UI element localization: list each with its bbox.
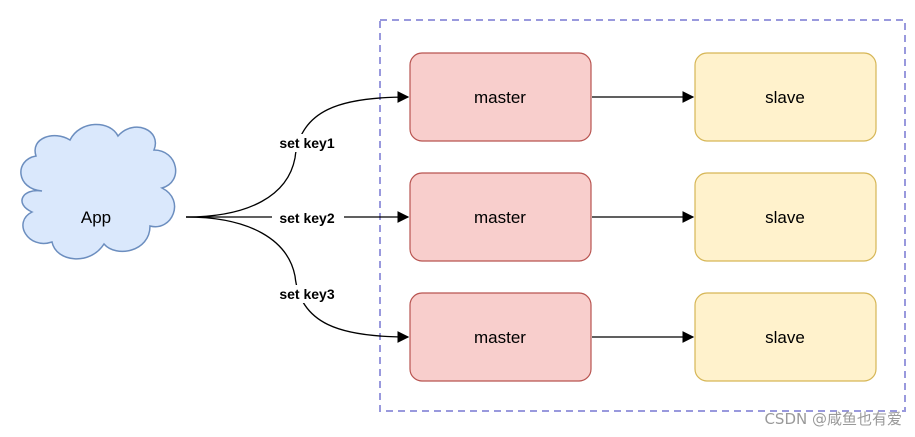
edge-key3 [185,216,410,343]
cluster-boundary [379,19,906,412]
edge-label-bg-1 [272,134,344,152]
cloud-shape [20,123,177,260]
slave-node-1 [694,52,877,142]
edge-label-key3: set key3 [279,286,334,302]
app-label: App [81,208,111,227]
master-label-3: master [474,328,526,347]
edge-label-key2: set key2 [279,210,334,226]
master-node-2 [409,172,592,262]
app-cloud: App [20,123,177,260]
slave-node-2 [694,172,877,262]
slave-label-3: slave [765,328,805,347]
master-node-3 [409,292,592,382]
edge-label-bg-3 [272,285,344,303]
edge-label-bg-2 [272,209,344,227]
master-node-1 [409,52,592,142]
watermark: CSDN @咸鱼也有爱 [764,410,902,428]
edge-key1 [185,91,410,218]
edge-label-key1: set key1 [279,135,334,151]
master-label-2: master [474,208,526,227]
slave-label-1: slave [765,88,805,107]
slave-label-2: slave [765,208,805,227]
master-label-1: master [474,88,526,107]
slave-node-3 [694,292,877,382]
